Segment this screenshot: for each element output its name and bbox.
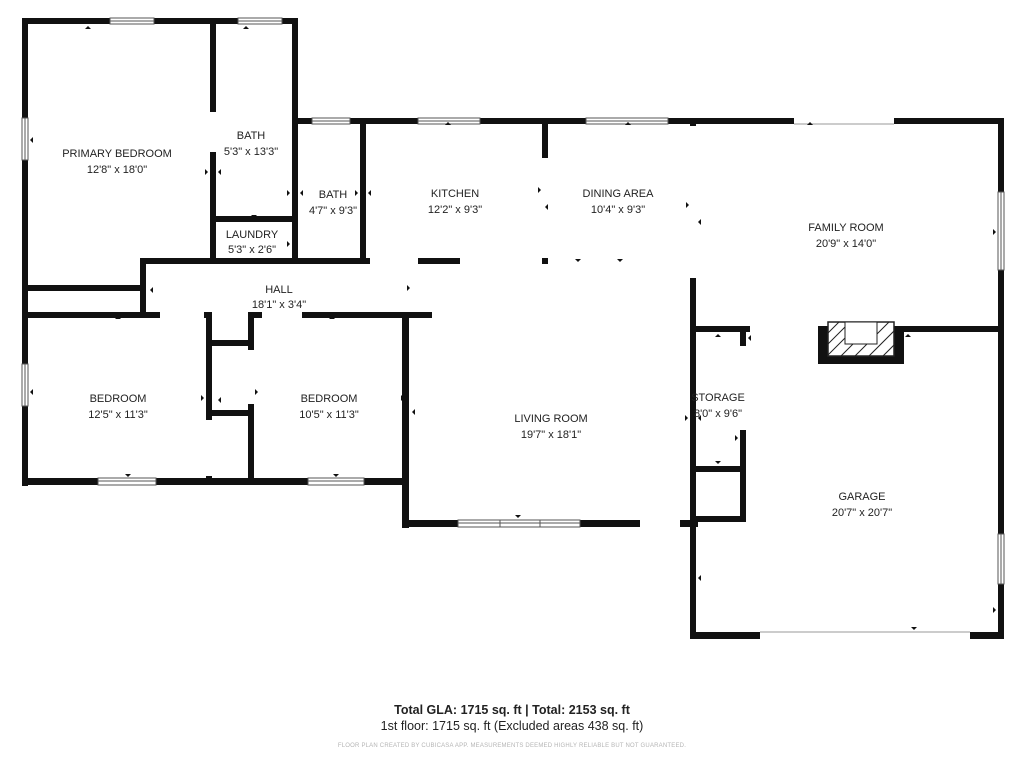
bath-1-label: BATH [237, 130, 266, 142]
bath-2-dims: 4'7" x 9'3" [309, 205, 357, 217]
bedroom-1-dims: 12'5" x 11'3" [88, 409, 148, 421]
hall-dims: 18'1" x 3'4" [252, 299, 306, 311]
dining-area-dims: 10'4" x 9'3" [591, 204, 645, 216]
bedroom-1-label: BEDROOM [90, 393, 147, 405]
living-room-label: LIVING ROOM [514, 413, 587, 425]
garage-label: GARAGE [838, 491, 885, 503]
fireplace [818, 321, 904, 364]
opening-markers [30, 26, 996, 630]
storage-label: STORAGE [691, 392, 745, 404]
primary-bedroom-label: PRIMARY BEDROOM [62, 148, 172, 160]
dining-area-label: DINING AREA [583, 188, 655, 200]
living-room-dims: 19'7" x 18'1" [521, 429, 581, 441]
bath-2-label: BATH [319, 189, 348, 201]
floor-area-summary: 1st floor: 1715 sq. ft (Excluded areas 4… [380, 719, 644, 733]
room-labels: PRIMARY BEDROOM 12'8" x 18'0" BATH 5'3" … [62, 130, 892, 519]
family-room-dims: 20'9" x 14'0" [816, 238, 876, 250]
kitchen-label: KITCHEN [431, 188, 479, 200]
door-openings [160, 112, 970, 639]
total-area-summary: Total GLA: 1715 sq. ft | Total: 2153 sq.… [394, 703, 630, 717]
bedroom-2-dims: 10'5" x 11'3" [299, 409, 359, 421]
disclaimer-text: FLOOR PLAN CREATED BY CUBICASA APP. MEAS… [337, 743, 687, 749]
family-room-label: FAMILY ROOM [808, 222, 883, 234]
bath-1-dims: 5'3" x 13'3" [224, 146, 278, 158]
storage-dims: 8'0" x 9'6" [694, 408, 742, 420]
hall-label: HALL [265, 284, 293, 296]
kitchen-dims: 12'2" x 9'3" [428, 204, 482, 216]
laundry-dims: 5'3" x 2'6" [228, 244, 276, 256]
bedroom-2-label: BEDROOM [301, 393, 358, 405]
laundry-label: LAUNDRY [226, 229, 279, 241]
garage-dims: 20'7" x 20'7" [832, 507, 892, 519]
primary-bedroom-dims: 12'8" x 18'0" [87, 164, 147, 176]
